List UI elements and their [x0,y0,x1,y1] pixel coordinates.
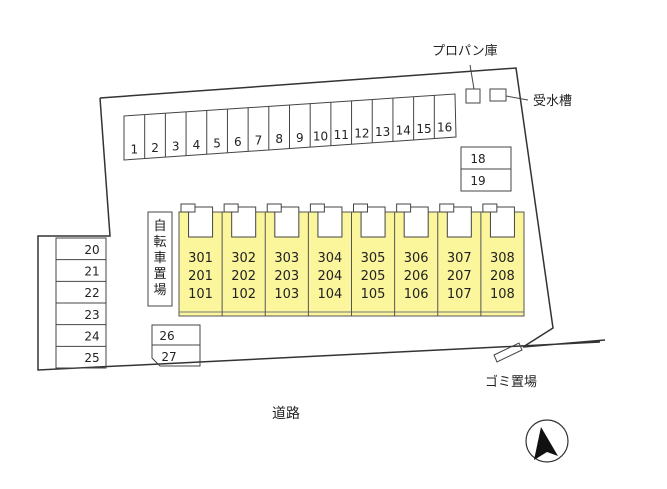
unit-107: 107 [447,287,472,302]
property-boundary [37,67,606,371]
parking-slot-23: 23 [84,308,99,322]
bicycle-parking-char: 置 [153,267,166,282]
water-tank-label: 受水槽 [533,94,572,109]
parking-slot-7: 7 [255,134,263,148]
unit-103: 103 [274,287,299,302]
unit-203: 203 [274,269,299,284]
unit-301: 301 [188,251,213,266]
parking-slot-5: 5 [213,137,221,151]
unit-102: 102 [231,287,256,302]
parking-slot-13: 13 [375,125,390,139]
water-tank: 受水槽 [489,88,572,109]
parking-slot-3: 3 [172,139,180,153]
bicycle-parking-char: 場 [153,283,166,298]
parking-slot-8: 8 [275,132,283,146]
unit-308: 308 [490,251,515,266]
bicycle-parking-char: 転 [153,235,166,250]
parking-slot-4: 4 [193,138,201,152]
unit-201: 201 [188,269,213,284]
apartment-building: 301 201 101 302 202 102 303 203 103 304 204 104 305 2… [178,203,525,317]
parking-left: 20 21 22 23 24 25 [55,237,107,369]
unit-205: 205 [361,269,386,284]
parking-slot-27: 27 [161,350,176,364]
parking-slot-21: 21 [84,265,99,279]
parking-slot-2: 2 [151,141,159,155]
parking-slot-9: 9 [296,131,304,145]
unit-303: 303 [274,251,299,266]
bicycle-parking-char: 車 [153,251,166,266]
parking-slot-12: 12 [354,126,369,140]
unit-105: 105 [361,287,386,302]
parking-slot-19: 19 [470,174,485,188]
north-arrow-icon [525,419,569,463]
unit-106: 106 [404,287,429,302]
parking-slot-14: 14 [396,124,411,138]
unit-204: 204 [318,269,343,284]
parking-slot-24: 24 [84,330,99,344]
parking-right: 18 19 [460,146,512,192]
parking-slot-11: 11 [334,128,349,142]
road-label: 道路 [272,406,300,422]
unit-202: 202 [231,269,256,284]
unit-306: 306 [404,251,429,266]
unit-302: 302 [231,251,256,266]
parking-slot-1: 1 [131,142,139,156]
unit-307: 307 [447,251,472,266]
garbage-label: ゴミ置場 [485,374,537,390]
parking-slot-18: 18 [470,152,485,166]
propane-storage: プロパン庫 [432,44,498,104]
unit-305: 305 [361,251,386,266]
parking-slot-15: 15 [416,122,431,136]
unit-207: 207 [447,269,472,284]
unit-206: 206 [404,269,429,284]
parking-slot-16: 16 [437,121,452,135]
parking-slot-26: 26 [159,329,174,343]
propane-label: プロパン庫 [432,44,498,59]
parking-slot-22: 22 [84,286,99,300]
unit-304: 304 [318,251,343,266]
garbage-area: ゴミ置場 [485,342,537,390]
parking-slot-10: 10 [313,129,328,143]
parking-slot-25: 25 [84,351,99,365]
parking-small: 26 27 [151,324,201,367]
parking-slot-20: 20 [84,243,99,257]
unit-101: 101 [188,287,213,302]
bicycle-parking-char: 自 [153,219,166,234]
parking-slot-6: 6 [234,135,242,149]
unit-108: 108 [490,287,515,302]
unit-104: 104 [318,287,343,302]
unit-208: 208 [490,269,515,284]
